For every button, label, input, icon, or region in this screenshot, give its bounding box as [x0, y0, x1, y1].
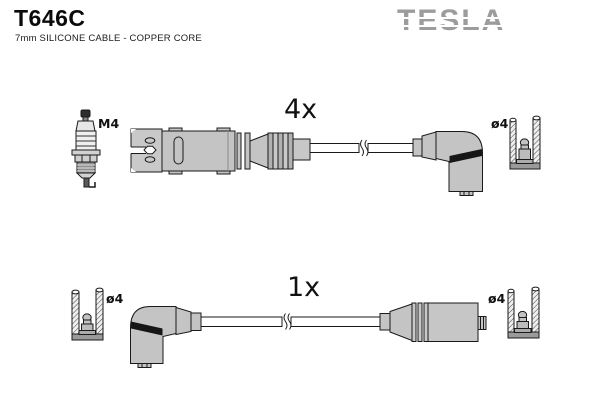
angled-plug-boot-top [412, 131, 483, 196]
boot-entry [379, 313, 391, 331]
socket-wall [531, 288, 540, 339]
tesla-logo-text: TESLA [397, 4, 506, 37]
spark-plug-drawing [71, 109, 101, 188]
tesla-logo: TESLA [397, 4, 512, 38]
angled-plug-boot-bottom [130, 306, 202, 368]
logo-stripe [397, 25, 512, 27]
connector-ring [236, 132, 242, 170]
connector-ring [244, 132, 251, 170]
spark-plug-ground-electrode [89, 182, 96, 188]
plate-slot [130, 147, 147, 154]
spark-plug-thread-label: M4 [98, 116, 119, 131]
part-number-title: T646C [14, 5, 86, 31]
connector-bellows [267, 132, 274, 170]
logo-stripe [397, 17, 512, 19]
cable-break-mark [283, 313, 288, 330]
boot-tip [459, 191, 474, 196]
plate-hole-bottom [144, 156, 156, 163]
connector-cone [249, 133, 269, 169]
spark-plug-insulator-top [75, 120, 96, 132]
quantity-label-top: 4x [284, 94, 317, 125]
socket-wall [95, 289, 104, 340]
straight-plug-boot-bottom [379, 302, 487, 342]
cable-segment [200, 316, 283, 327]
connector-body-slot [173, 136, 184, 165]
cable-break-mark [287, 313, 292, 330]
spark-plug-electrode [83, 177, 90, 188]
plate-hole-top [144, 137, 156, 144]
boot-entry [190, 312, 202, 331]
boot-ring [423, 302, 429, 342]
terminal-socket-cross-section-top [509, 115, 541, 170]
spark-plug-terminal-nub [80, 109, 91, 118]
socket-wall [509, 119, 517, 169]
terminal-socket-cross-section-right [507, 286, 540, 339]
boot-nipple [477, 316, 487, 330]
cable-spec-subtitle: 7mm SILICONE CABLE - COPPER CORE [15, 33, 202, 44]
boot-elbow [130, 306, 177, 364]
boot-cone [389, 303, 413, 342]
terminal-diameter-label-bottom-left: ø4 [106, 291, 124, 306]
cable-segment [290, 316, 381, 327]
cable-top [309, 139, 414, 157]
spark-plug-flange [71, 149, 101, 156]
boot-tip [137, 363, 152, 368]
boot-taper [175, 306, 192, 336]
cable-bottom [200, 313, 381, 330]
boot-dark-band [131, 321, 163, 336]
connector-end-cap [292, 138, 311, 161]
socket-wall [71, 291, 80, 340]
distributor-connector-drawing [130, 127, 311, 175]
terminal-diameter-label-top: ø4 [491, 116, 509, 131]
cable-segment [309, 143, 360, 153]
terminal-socket-cross-section-left [71, 287, 104, 341]
plate-slot-terminal [143, 145, 157, 155]
spark-plug-neck [82, 116, 89, 122]
terminal-diameter-label-bottom-right: ø4 [488, 291, 506, 306]
cable-segment [367, 143, 414, 153]
cable-break-mark [360, 139, 364, 157]
socket-wall [532, 117, 541, 169]
boot-body [427, 302, 479, 342]
boot-taper [421, 131, 437, 161]
cable-break-mark [364, 139, 369, 157]
boot-elbow [435, 131, 483, 192]
boot-entry [412, 138, 423, 157]
boot-dark-band [449, 149, 482, 163]
quantity-label-bottom: 1x [287, 272, 320, 303]
boot-ring [411, 302, 417, 342]
boot-ring [417, 302, 423, 342]
spark-plug-hex [74, 154, 98, 163]
socket-wall [507, 290, 515, 339]
connector-body [161, 130, 236, 172]
